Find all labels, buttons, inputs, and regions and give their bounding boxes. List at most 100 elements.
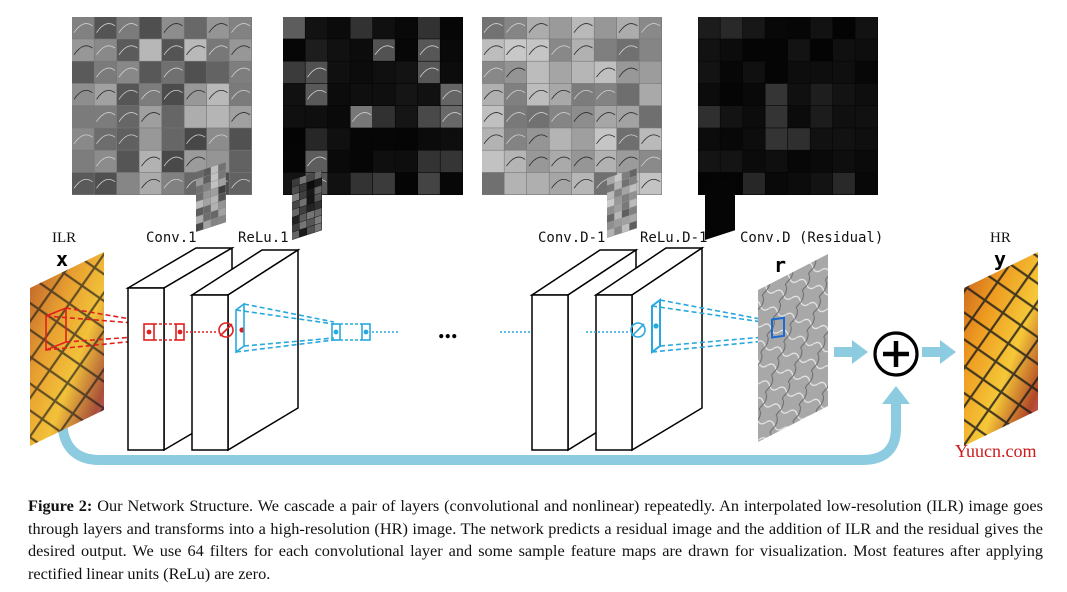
feature-map-tile bbox=[418, 106, 440, 128]
feature-map-tile bbox=[572, 106, 594, 128]
feature-map-tile bbox=[527, 150, 549, 173]
feature-map-texture bbox=[163, 178, 183, 189]
thumbnail-tile bbox=[196, 214, 204, 225]
thumbnail-tile bbox=[196, 207, 204, 217]
thumbnail-tile bbox=[607, 220, 615, 231]
thumbnail-tile bbox=[622, 170, 630, 181]
thumbnail-tile bbox=[218, 192, 226, 202]
feature-map-texture bbox=[186, 45, 206, 56]
thumbnail-tile bbox=[607, 175, 615, 186]
thumbnail-tile bbox=[307, 187, 315, 198]
thumbnail-tile bbox=[622, 185, 630, 196]
feature-map-texture bbox=[551, 178, 571, 189]
feature-map-tile bbox=[482, 172, 504, 195]
thumbnail-tile bbox=[196, 184, 204, 195]
feature-map-tile bbox=[482, 128, 504, 150]
feature-map-tile bbox=[72, 150, 94, 173]
feature-map-texture bbox=[118, 89, 138, 100]
feature-map-tile bbox=[305, 106, 328, 128]
feature-map-texture bbox=[596, 89, 616, 100]
thumbnail-tile bbox=[299, 212, 307, 223]
feature-map-tile bbox=[328, 17, 350, 39]
feature-map-tile bbox=[373, 61, 395, 84]
thumbnail-tile bbox=[299, 175, 307, 185]
thumbnail-tile bbox=[211, 209, 219, 220]
thumbnail-tile bbox=[622, 223, 630, 233]
feature-map-texture bbox=[618, 156, 638, 167]
feature-map-tile bbox=[720, 39, 743, 61]
feature-map-tile bbox=[117, 83, 139, 106]
residual-to-plus-arrow bbox=[834, 340, 868, 364]
feature-map-texture bbox=[506, 23, 526, 33]
feature-map-texture bbox=[483, 112, 503, 122]
feature-map-tile bbox=[350, 150, 373, 173]
feature-map-tile bbox=[527, 172, 549, 195]
feature-map-tile bbox=[639, 106, 662, 128]
feature-map-tile bbox=[418, 39, 440, 61]
feature-map-tile bbox=[207, 39, 229, 61]
caption-prefix: Figure 2: bbox=[28, 496, 93, 515]
feature-map-texture bbox=[641, 134, 661, 145]
feature-map-tile bbox=[698, 128, 720, 150]
x-variable: x bbox=[56, 247, 68, 271]
feature-map-texture bbox=[483, 23, 503, 33]
feature-map-tile bbox=[549, 106, 572, 128]
feature-map-tile bbox=[395, 128, 418, 150]
feature-map-tile bbox=[94, 150, 117, 173]
feature-map-texture bbox=[528, 45, 548, 56]
thumbnail-tile bbox=[218, 169, 226, 180]
feature-map-texture bbox=[163, 89, 183, 100]
feature-map-tile bbox=[350, 83, 373, 106]
feature-map-texture bbox=[596, 156, 616, 167]
feature-map-tile bbox=[94, 172, 117, 195]
conv1-label: Conv.1 bbox=[146, 230, 197, 246]
feature-map-tile bbox=[373, 83, 395, 106]
feature-map-texture bbox=[231, 112, 251, 122]
feature-map-tile bbox=[482, 106, 504, 128]
skip-connection-arrow bbox=[57, 402, 901, 465]
feature-map-texture bbox=[141, 156, 161, 167]
feature-map-tile bbox=[117, 61, 139, 84]
feature-map-tile bbox=[139, 83, 162, 106]
thumbnail-tile bbox=[299, 220, 307, 230]
feature-map-texture bbox=[96, 67, 116, 78]
thumbnail-tile bbox=[218, 214, 226, 225]
thumbnail-tile bbox=[196, 222, 204, 232]
feature-map-tile bbox=[283, 39, 305, 61]
feature-map-tile bbox=[743, 17, 765, 39]
thumbnail-tile bbox=[629, 183, 637, 193]
thumbnail-tile bbox=[299, 190, 307, 200]
thumbnail-tile bbox=[614, 218, 622, 228]
feature-map-texture bbox=[118, 45, 138, 56]
feature-map-tile bbox=[162, 150, 184, 173]
feature-map-tile bbox=[395, 106, 418, 128]
feature-map-texture bbox=[307, 156, 327, 167]
feature-map-tile bbox=[855, 83, 878, 106]
feature-map-tile bbox=[765, 17, 788, 39]
feature-map-tile bbox=[765, 39, 788, 61]
feature-map-tile bbox=[527, 83, 549, 106]
feature-map-texture bbox=[231, 178, 251, 189]
thumbnail-tile bbox=[292, 177, 300, 188]
feature-map-tile bbox=[720, 128, 743, 150]
feature-map-tile bbox=[617, 17, 639, 39]
feature-map-texture bbox=[73, 178, 93, 189]
feature-map-tile bbox=[810, 106, 833, 128]
layer-block-reludd1 bbox=[593, 246, 705, 452]
feature-map-tile bbox=[594, 106, 617, 128]
feature-map-texture bbox=[528, 134, 548, 145]
feature-map-tile bbox=[549, 61, 572, 84]
feature-map-tile bbox=[117, 17, 139, 39]
thumbnail-tile bbox=[196, 177, 204, 187]
feature-map-tile bbox=[855, 106, 878, 128]
feature-map-texture bbox=[618, 67, 638, 78]
feature-map-tile bbox=[139, 150, 162, 173]
feature-map-tile bbox=[117, 172, 139, 195]
feature-map-tile bbox=[418, 83, 440, 106]
hr-label: HR bbox=[990, 230, 1011, 246]
feature-map-texture bbox=[208, 23, 228, 33]
feature-map-tile bbox=[720, 61, 743, 84]
feature-map-tile bbox=[72, 172, 94, 195]
feature-map-texture bbox=[573, 156, 593, 167]
thumbnail-tile bbox=[203, 174, 211, 185]
